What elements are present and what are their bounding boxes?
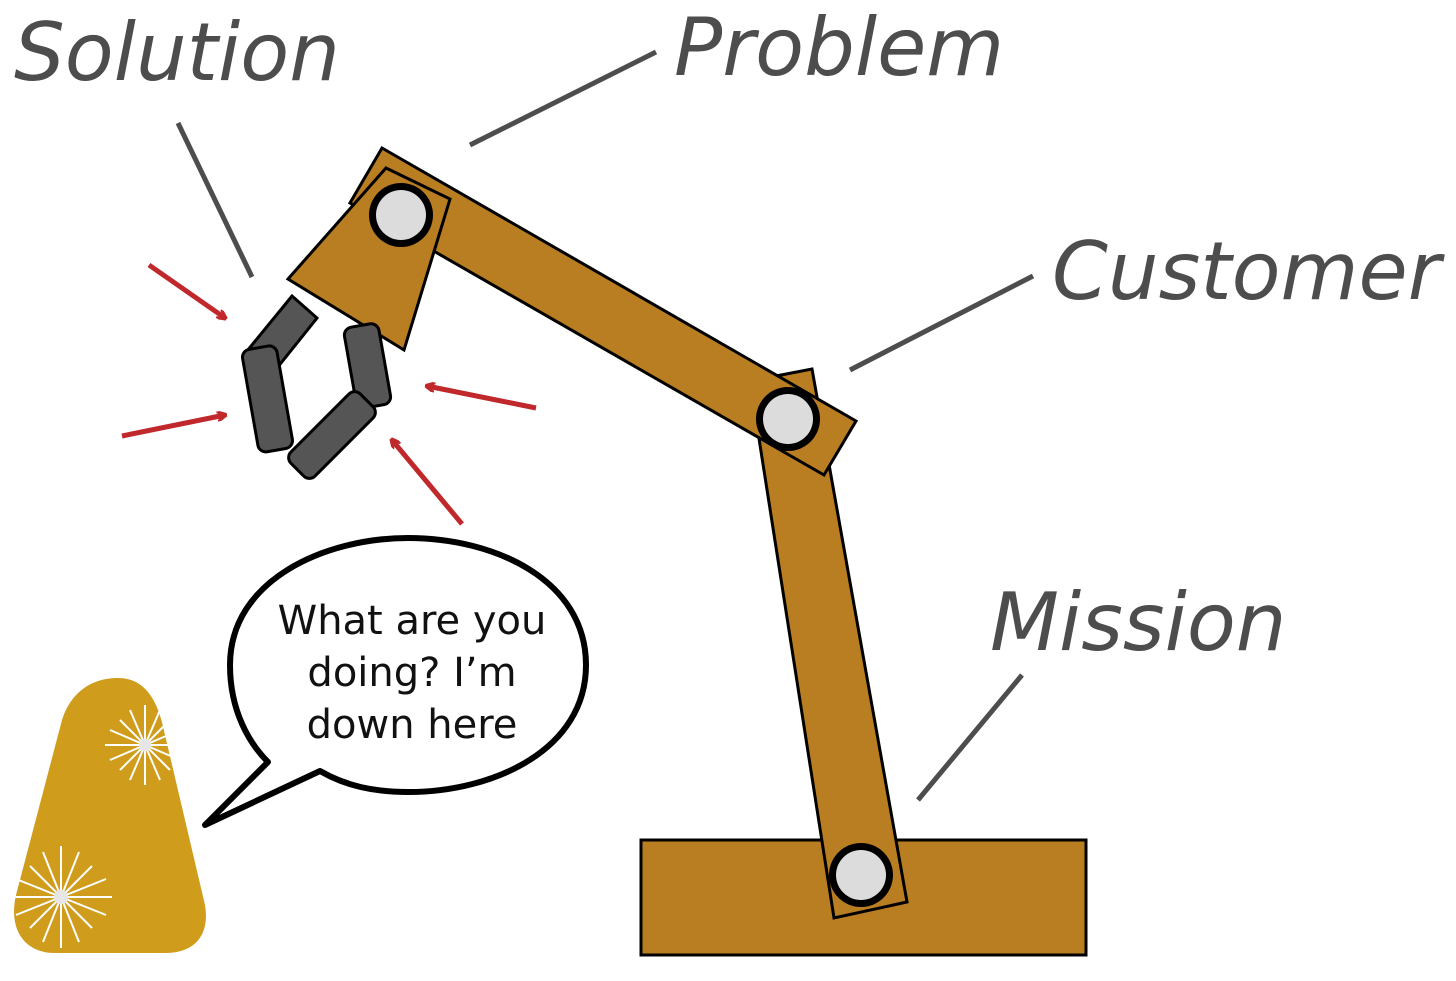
problem-leader-line bbox=[468, 49, 658, 148]
mission-leader-line bbox=[916, 673, 1024, 802]
joint-icon bbox=[756, 387, 820, 451]
sparkle-icon bbox=[105, 705, 185, 785]
mission-label: Mission bbox=[990, 576, 1286, 669]
lower-arm-segment bbox=[748, 367, 909, 920]
speech-bubble-line-1: What are you bbox=[278, 598, 547, 644]
red-arrow-icon bbox=[147, 262, 225, 318]
joint-icon bbox=[829, 843, 893, 907]
solution-label: Solution bbox=[14, 6, 340, 99]
speech-bubble-line-2: doing? I’m bbox=[307, 650, 516, 696]
solution-leader-line bbox=[175, 121, 255, 279]
sparkle-icon bbox=[10, 846, 112, 948]
customer-label: Customer bbox=[1052, 225, 1446, 318]
red-arrow-icon bbox=[427, 386, 537, 411]
red-arrow-icon bbox=[121, 415, 225, 439]
upper-arm-segment bbox=[347, 145, 859, 478]
gripper-icon bbox=[240, 293, 393, 480]
customer-leader-line bbox=[848, 273, 1035, 373]
speech-bubble-line-3: down here bbox=[307, 702, 518, 748]
joint-icon bbox=[369, 183, 433, 247]
gold-nugget-icon bbox=[14, 678, 206, 953]
speech-bubble-icon bbox=[202, 535, 589, 828]
problem-label: Problem bbox=[674, 1, 1004, 94]
red-arrow-icon bbox=[392, 440, 464, 526]
